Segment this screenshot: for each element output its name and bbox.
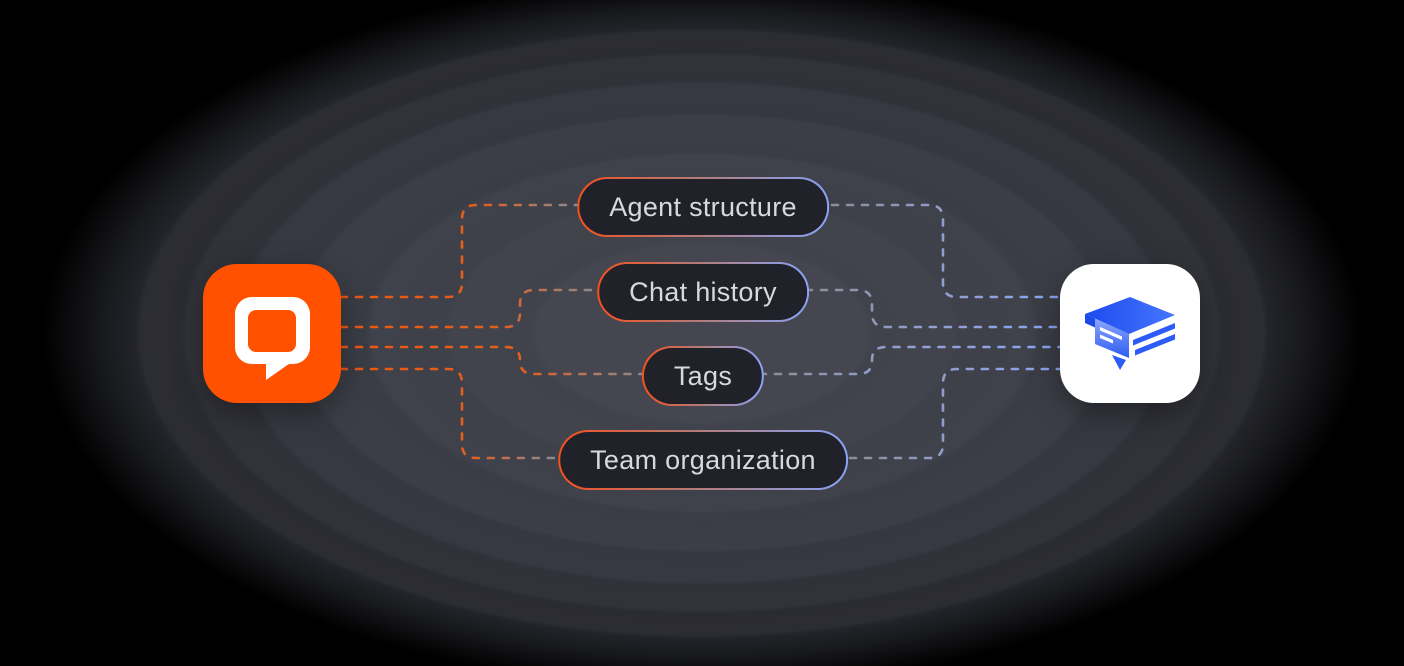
pill-team-organization-label: Team organization: [590, 444, 816, 475]
pill-tags: Tags: [642, 346, 764, 406]
livechat-logo-icon: [235, 297, 310, 380]
pill-team-organization: Team organization: [558, 430, 848, 490]
connector-tags-left: [339, 345, 648, 376]
livechat-app-tile: [203, 264, 341, 403]
connector-agent-structure-right: [830, 203, 1062, 299]
pill-tags-label: Tags: [673, 360, 733, 391]
pill-chat-history-label: Chat history: [629, 276, 777, 307]
connector-agent-structure-left: [339, 203, 579, 299]
connector-chat-history-left: [339, 288, 600, 329]
pill-agent-structure: Agent structure: [577, 177, 829, 237]
knowledgebase-app-tile: [1060, 264, 1200, 403]
pill-agent-structure-label: Agent structure: [609, 191, 797, 222]
connector-chat-history-right: [804, 288, 1062, 329]
connector-team-organization-left: [339, 367, 558, 460]
knowledgebase-logo-icon: [1085, 296, 1175, 370]
pill-chat-history: Chat history: [597, 262, 809, 322]
connector-team-organization-right: [848, 367, 1062, 460]
connector-tags-right: [758, 345, 1062, 376]
